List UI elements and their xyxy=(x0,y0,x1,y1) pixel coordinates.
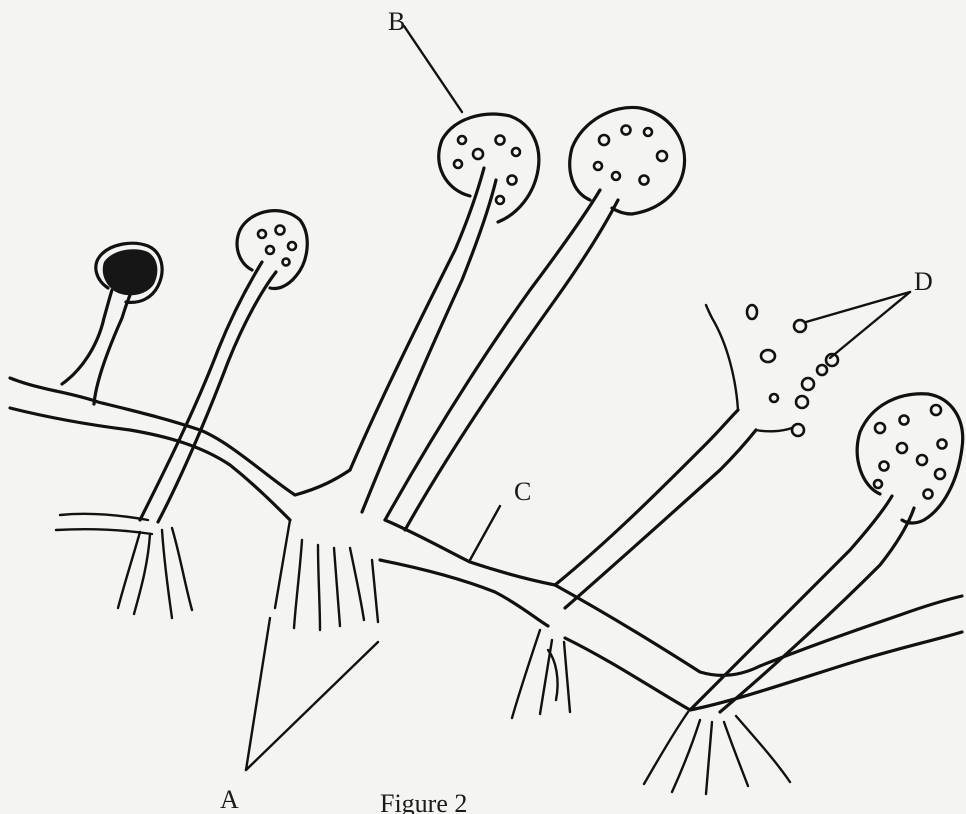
rhizoids-node-1 xyxy=(275,520,378,630)
sporangiophore-1 xyxy=(62,243,162,404)
pointer-c xyxy=(470,506,500,560)
sporangiophore-6 xyxy=(690,394,963,712)
figure-caption: Figure 2 xyxy=(380,789,467,814)
pointer-a-right xyxy=(246,642,378,770)
sporangiophore-4 xyxy=(385,107,685,530)
pointer-a-left xyxy=(246,618,270,770)
sporangiophore-3 xyxy=(350,114,539,512)
label-c: C xyxy=(514,477,531,506)
label-a-group: A xyxy=(220,618,378,814)
pointer-d-lower xyxy=(830,292,910,358)
label-b-group: B xyxy=(388,7,462,112)
label-d-group: D xyxy=(806,267,933,358)
label-d: D xyxy=(914,267,933,296)
label-c-group: C xyxy=(470,477,531,560)
pointer-b xyxy=(404,26,462,112)
pointer-d-upper xyxy=(806,292,910,322)
sporangiophore-2 xyxy=(56,211,307,618)
label-b: B xyxy=(388,7,405,36)
rhizoids-node-2 xyxy=(512,630,570,718)
label-a: A xyxy=(220,785,239,814)
stolon-hypha xyxy=(10,378,962,710)
rhizoids-node-3 xyxy=(644,712,790,794)
sporangiophore-5-dehisced xyxy=(555,305,838,608)
